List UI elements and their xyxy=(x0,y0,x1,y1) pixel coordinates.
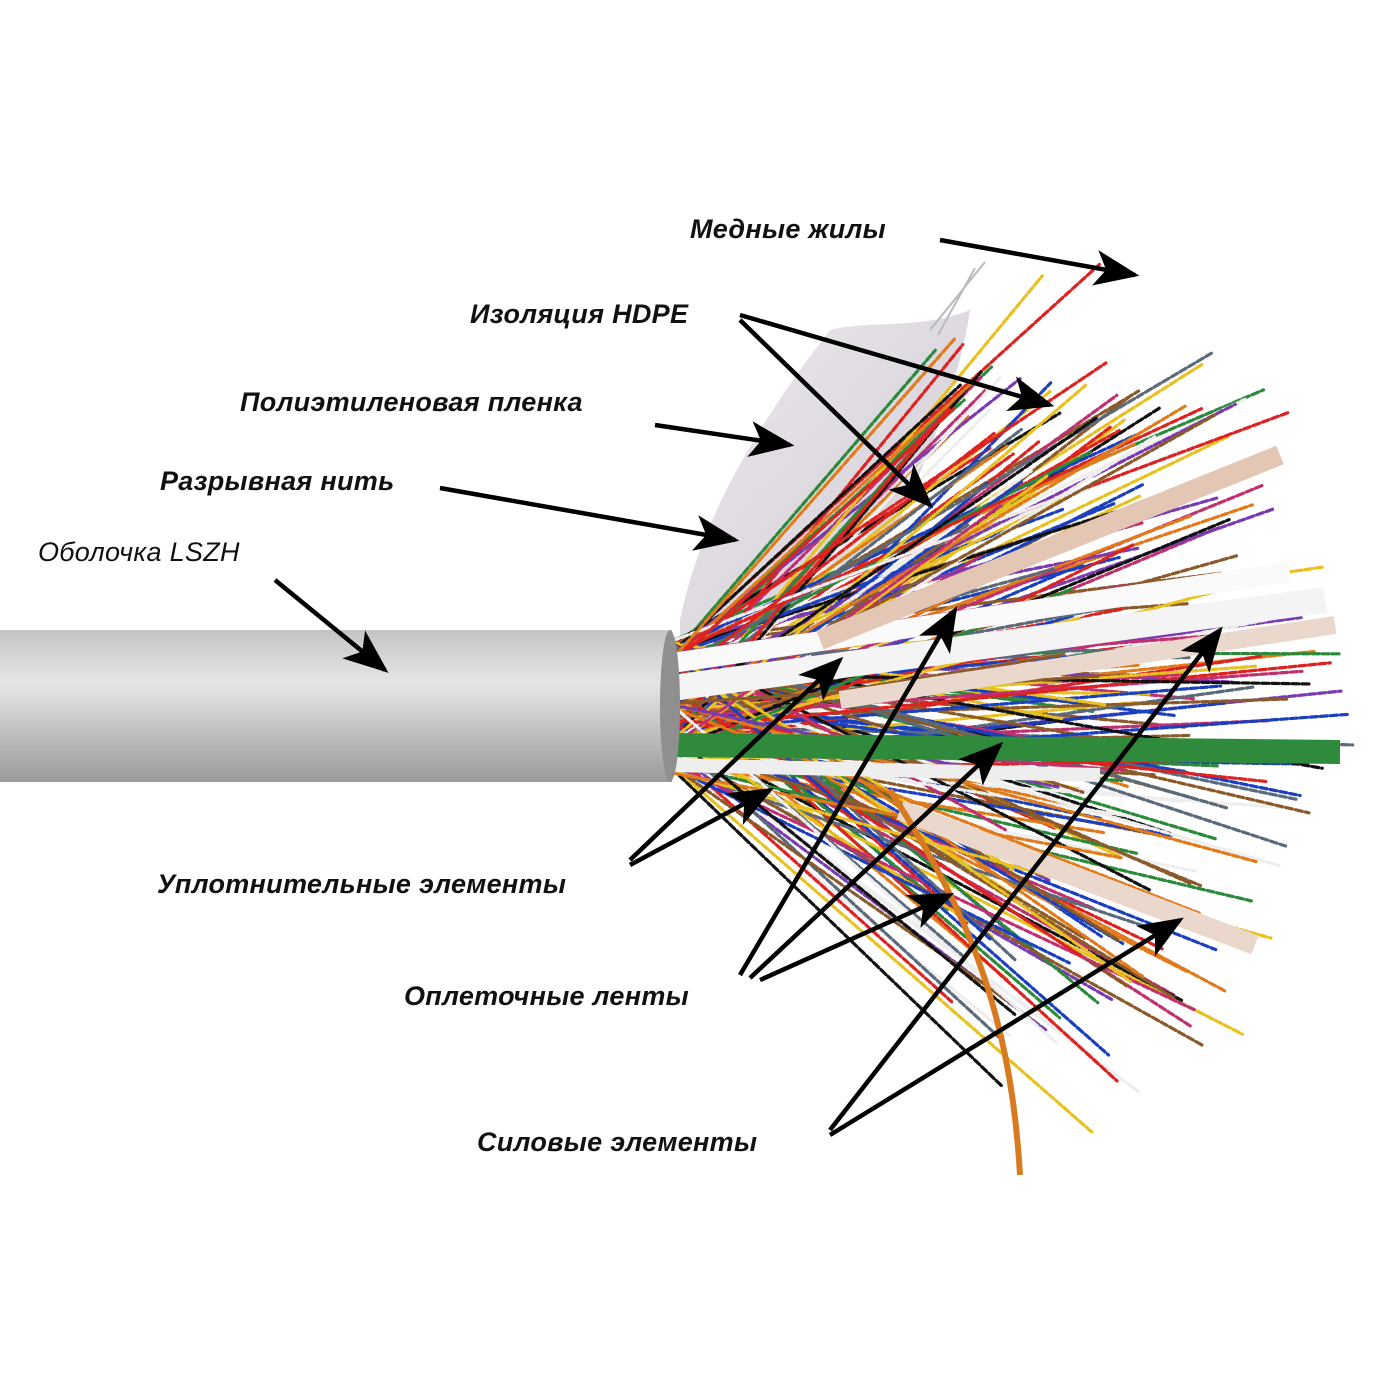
label-rip-cord: Разрывная нить xyxy=(160,466,395,496)
callout-arrow xyxy=(628,787,774,867)
filler-element xyxy=(670,562,1292,673)
wire xyxy=(670,336,957,662)
label-jacket: Оболочка LSZH xyxy=(38,537,240,567)
strength-member xyxy=(816,445,1284,650)
wire xyxy=(670,430,998,684)
wire xyxy=(670,416,1098,715)
callout-arrow xyxy=(738,318,934,509)
wire xyxy=(670,361,1108,656)
strength-member xyxy=(896,800,1259,955)
wire xyxy=(670,351,1214,674)
wire xyxy=(670,652,992,941)
filler-element xyxy=(670,587,1327,701)
cable-jacket xyxy=(0,630,672,782)
callout-arrow xyxy=(939,237,1140,286)
wire xyxy=(670,749,954,1004)
wire xyxy=(670,406,956,667)
callout-arrow xyxy=(628,656,844,862)
callout-arrow xyxy=(828,626,1223,1132)
wire xyxy=(670,381,974,663)
callout-arrow xyxy=(654,421,795,457)
callout-arrow xyxy=(738,606,958,977)
label-binder-tapes: Оплеточные ленты xyxy=(404,981,690,1011)
jacket-cut-edge xyxy=(660,630,680,782)
wire xyxy=(670,764,1095,1135)
wire xyxy=(670,383,962,655)
callout-arrow xyxy=(759,892,955,983)
filler-element xyxy=(671,758,1101,782)
callout-arrow xyxy=(748,741,1004,980)
label-strength-members: Силовые элементы xyxy=(477,1127,758,1157)
binder-tape xyxy=(671,733,1341,764)
label-insulation: Изоляция HDPE xyxy=(470,299,689,329)
wire xyxy=(670,348,937,659)
wire xyxy=(670,652,1068,721)
callout-arrow xyxy=(439,485,740,551)
strength-members-and-tapes xyxy=(670,445,1341,1176)
label-pe-film: Полиэтиленовая пленка xyxy=(240,387,583,417)
callout-arrows xyxy=(273,237,1223,1137)
rip-cord xyxy=(887,788,1023,1176)
callout-arrow xyxy=(739,312,1055,411)
wire xyxy=(670,435,1157,744)
wire xyxy=(670,486,1088,643)
callout-arrow xyxy=(273,578,389,673)
label-filler: Уплотнительные элементы xyxy=(157,869,567,899)
wire xyxy=(670,771,1124,860)
strength-member xyxy=(838,616,1337,709)
callout-arrow xyxy=(828,917,1184,1137)
label-copper-cores: Медные жилы xyxy=(690,214,886,244)
